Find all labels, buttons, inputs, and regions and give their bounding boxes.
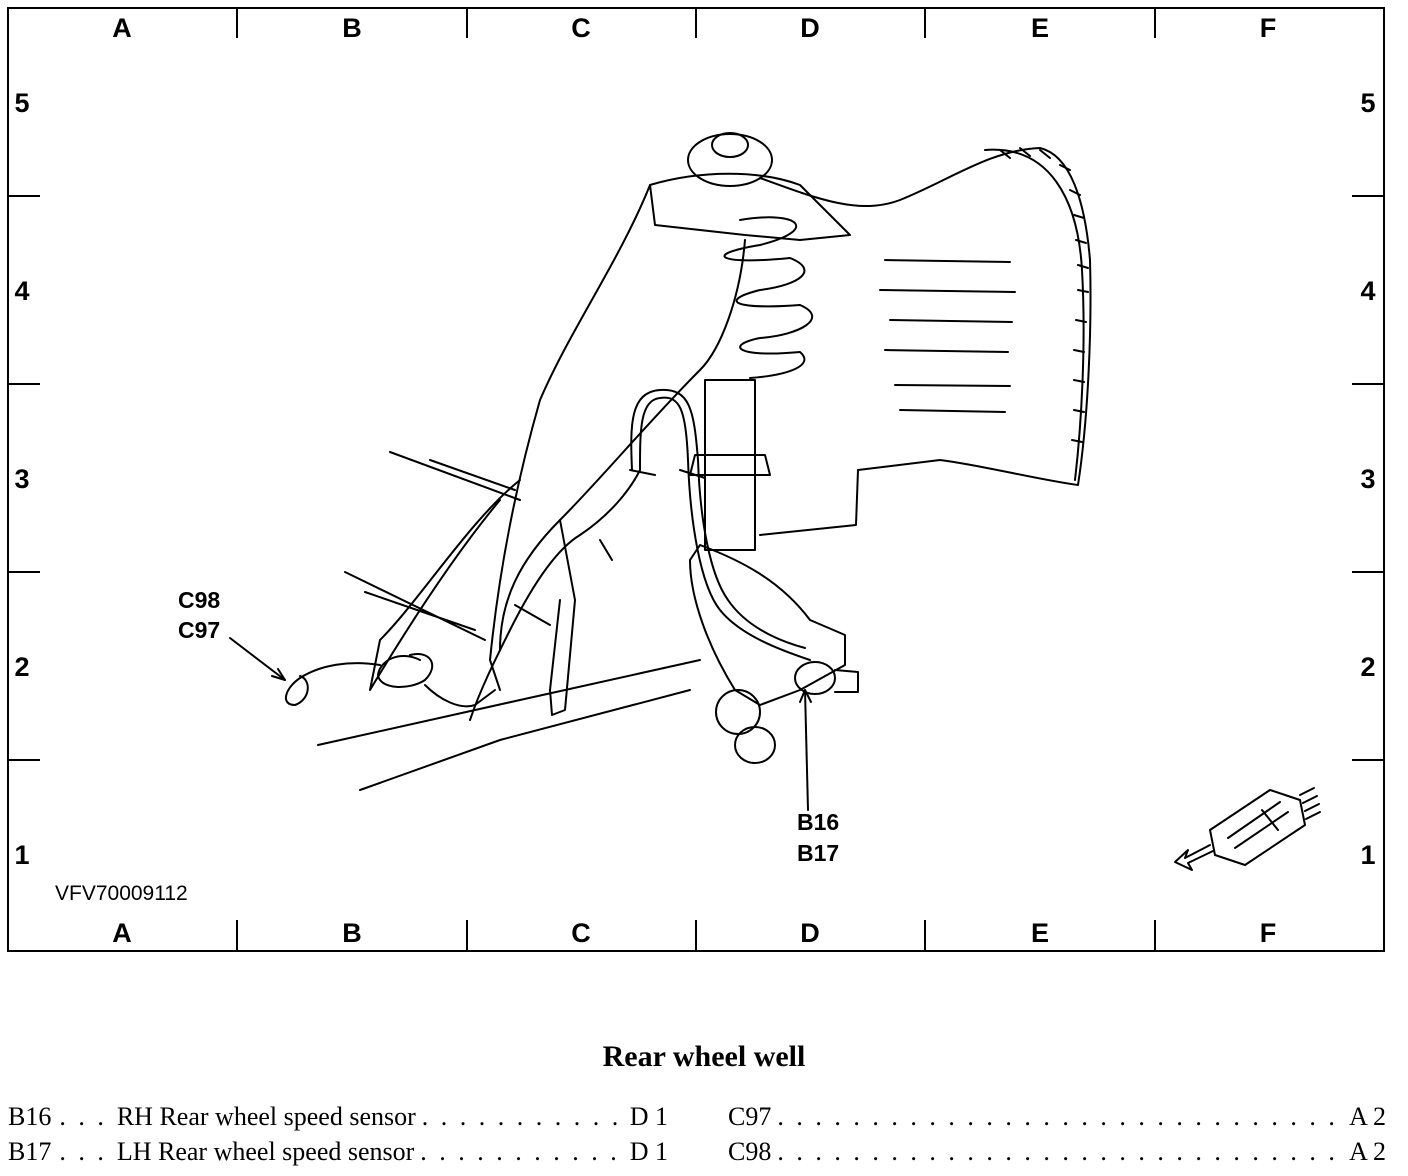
rear-wheel-well-diagram: A B C D E F A B C D E F 5 4 3 2 1 5 4 3 … [7,7,1385,952]
strut-top-cap [711,132,749,158]
legend-location: D 1 [629,1137,668,1166]
harness-loop [377,653,434,688]
column-label-bottom: E [1031,918,1049,948]
b16-leader [804,689,809,811]
harness-pigtail [285,662,381,706]
row-label-right: 2 [1360,652,1375,682]
sensor-harness-parallel [630,388,806,649]
legend-description: RH Rear wheel speed sensor [116,1102,416,1131]
body-sill [317,659,701,791]
legend-location: A 2 [1349,1137,1386,1166]
liner-ribs [879,259,1016,413]
legend-code: B17 [8,1137,52,1166]
legend-row-c98: C98 A 2 [728,1137,1386,1167]
row-label-right: 5 [1360,88,1375,118]
legend-dots: . . . [59,1137,107,1166]
wheel-well-liner-edge [984,148,1085,481]
column-label-top: C [571,13,591,43]
connector-arrow [1174,844,1214,871]
c97-leader [229,637,286,681]
legend-row-b17: B17 . . . LH Rear wheel speed sensor D 1 [8,1137,668,1167]
callout-c98: C98 [178,587,220,613]
column-label-bottom: A [112,918,132,948]
legend-leader-dots [420,1137,623,1167]
column-label-top: B [342,13,362,43]
legend-leader-dots [422,1102,624,1132]
legend-location: D 1 [629,1102,668,1131]
legend-row-b16: B16 . . . RH Rear wheel speed sensor D 1 [8,1102,668,1132]
row-label-left: 5 [14,88,29,118]
legend-code: C98 [728,1137,772,1166]
b16-leader-arrow [799,689,812,703]
callout-c97: C97 [178,617,220,643]
wheel-well-liner [759,147,1092,536]
body-reference-lines [344,451,521,641]
body-panel [489,184,651,691]
harness-clips [514,469,706,626]
legend-leader-dots [777,1137,1343,1167]
figure-id: VFV70009112 [55,882,188,905]
body-panel-inner [499,239,746,651]
legend-location: A 2 [1349,1102,1386,1131]
harness-lower [424,684,496,708]
row-label-left: 2 [14,652,29,682]
liner-bead [999,147,1089,443]
row-ticks [8,195,1384,761]
brake-line [549,519,576,716]
top-column-ticks [236,8,1156,38]
shock-absorber-body [704,379,756,551]
strut-tower [649,172,851,241]
row-label-right: 1 [1360,840,1375,870]
row-label-left: 4 [14,276,29,306]
connector-detail [1227,801,1289,849]
column-label-top: E [1031,13,1049,43]
wheel-speed-sensor-body [794,661,836,695]
strut-top-mount [687,133,773,187]
column-label-bottom: D [800,918,820,948]
wheel-well-line-art [229,132,1321,871]
hub-bore-lower [734,726,776,764]
legend-code: C97 [728,1102,772,1131]
row-label-left: 3 [14,464,29,494]
legend-dots: . . . [59,1102,107,1131]
connector-body [1209,789,1306,866]
legend-description: LH Rear wheel speed sensor [116,1137,415,1166]
sensor-harness [469,396,811,721]
legend-code: B16 [8,1102,52,1131]
column-label-top: D [800,13,820,43]
row-label-left: 1 [14,840,29,870]
legend-row-c97: C97 A 2 [728,1102,1386,1132]
legend-leader-dots [777,1102,1343,1132]
column-label-bottom: C [571,918,591,948]
column-label-bottom: F [1260,918,1277,948]
knuckle [689,544,846,706]
callout-b16: B16 [797,809,839,835]
diagram-caption: Rear wheel well [602,1040,806,1073]
column-label-top: F [1260,13,1277,43]
row-label-right: 4 [1360,276,1375,306]
shock-bracket [689,454,771,476]
column-label-top: A [112,13,132,43]
connector-pins [1299,787,1321,820]
body-panel-edge [369,479,521,691]
row-label-right: 3 [1360,464,1375,494]
diagram-frame [7,7,1385,952]
bottom-column-ticks [236,920,1156,951]
callout-b17: B17 [797,840,839,866]
coil-spring [723,216,814,379]
c97-leader-arrow [271,668,286,681]
axle-stub [834,669,859,693]
column-label-bottom: B [342,918,362,948]
